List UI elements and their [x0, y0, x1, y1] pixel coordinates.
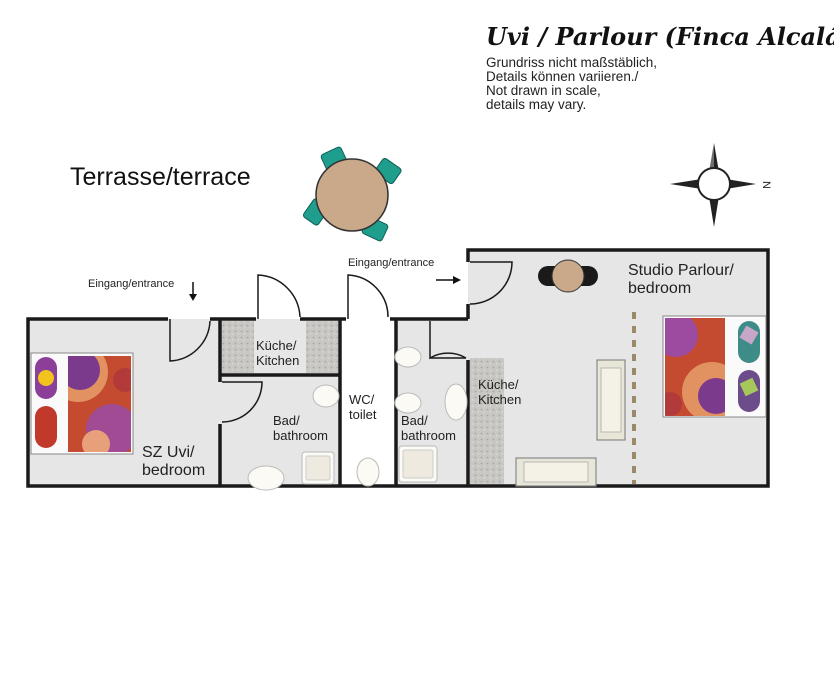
counter-left-a [222, 321, 254, 373]
room-label-sz-uvi: SZ Uvi/ bedroom [142, 444, 205, 480]
toilet [356, 457, 380, 487]
toilet [444, 383, 468, 421]
room-label-line: Küche/ [256, 338, 297, 353]
room-label-line: Küche/ [478, 377, 519, 392]
terrace-label: Terrasse/terrace [70, 163, 251, 191]
plan-title: Uvi / Parlour (Finca Alcalá) [486, 22, 834, 51]
room-label-kitchen-right: Küche/ Kitchen [478, 377, 521, 407]
entrance-label: Eingang/entrance [88, 278, 175, 290]
compass-n-label: N [760, 181, 772, 189]
room-label-line: SZ Uvi/ [142, 444, 195, 461]
room-label-wc: WC/ toilet [349, 392, 376, 422]
entrance-label: Eingang/entrance [348, 257, 435, 269]
doors [169, 261, 513, 423]
counter-right [470, 358, 504, 484]
entrance-arrows [189, 276, 461, 301]
room-label-line: Bad/ [273, 413, 300, 428]
room-label-line: Studio Parlour/ [628, 262, 734, 279]
counter-left-b [306, 321, 338, 373]
room-label-line: bedroom [628, 280, 692, 297]
room-label-line: bedroom [142, 462, 206, 479]
room-label-line: WC/ [349, 392, 375, 407]
note-line: Details können variieren./ [486, 69, 639, 84]
sanitary [247, 346, 468, 491]
room-label-line: bathroom [273, 428, 328, 443]
room-label-kitchen-left: Küche/ Kitchen [256, 338, 299, 368]
room-label-line: toilet [349, 407, 377, 422]
room-label-line: Bad/ [401, 413, 428, 428]
table-top [551, 259, 585, 293]
studio-table [538, 259, 598, 293]
room-label-studio: Studio Parlour/ bedroom [628, 262, 734, 298]
terrace-table [302, 146, 402, 242]
room-label-line: Kitchen [478, 392, 522, 407]
sink [394, 392, 422, 414]
sofa-horizontal [515, 457, 597, 487]
bed-sz-uvi [30, 352, 134, 455]
toilet [247, 465, 285, 491]
sofa-vertical [596, 359, 626, 441]
table-top [315, 158, 389, 232]
sink [312, 384, 340, 408]
note-line: Not drawn in scale, [486, 83, 601, 98]
scale-note: Grundriss nicht maßstäblich, Details kön… [486, 56, 657, 112]
room-label-line: bathroom [401, 428, 456, 443]
compass-icon: N [670, 143, 772, 227]
room-label-line: Kitchen [256, 353, 300, 368]
room-label-bath-right: Bad/ bathroom [401, 413, 456, 443]
room-label-bath-left: Bad/ bathroom [273, 413, 328, 443]
bed-studio [662, 315, 767, 418]
note-line: details may vary. [486, 97, 587, 112]
note-line: Grundriss nicht maßstäblich, [486, 55, 658, 70]
sink [394, 346, 422, 368]
